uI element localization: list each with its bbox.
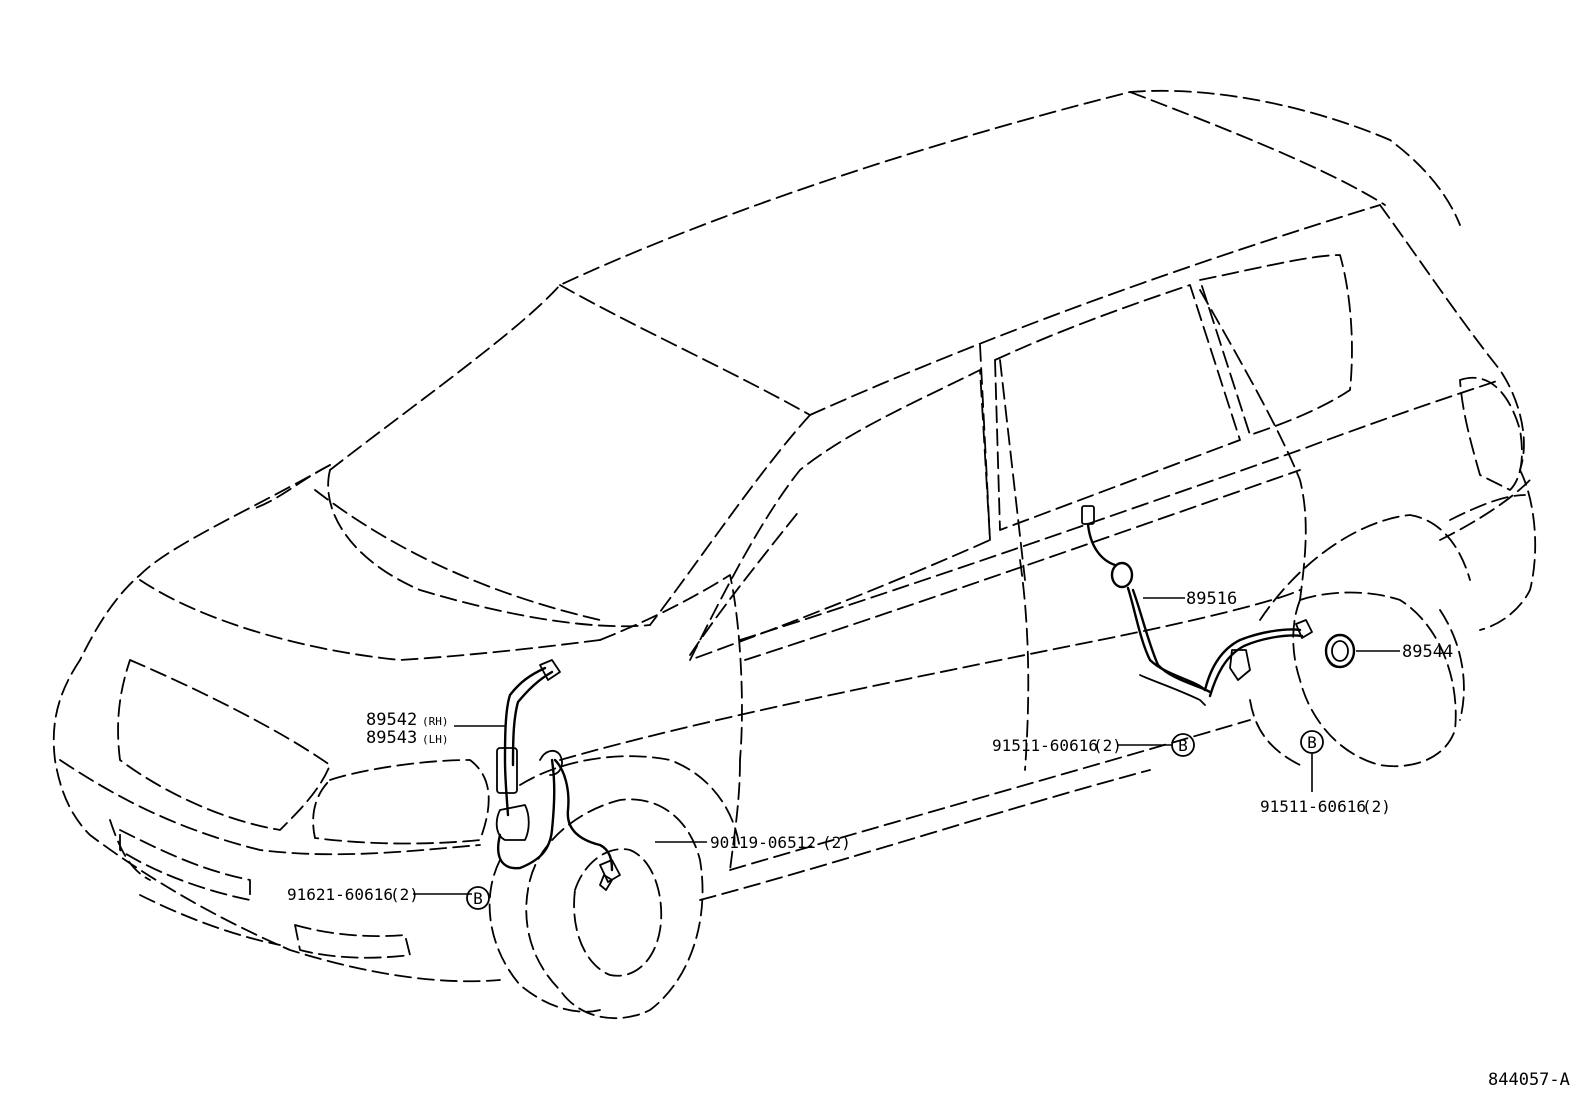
bolt-marker-rear-axle: B [1300,730,1324,754]
callout-90119-06512: 90119-06512 (2) [710,833,851,852]
part-qualifier: (2) [390,885,419,904]
leader-lines [413,597,1400,895]
part-number: 91511-60616 [1260,797,1366,816]
callout-89516: 89516 [1186,589,1237,609]
part-qualifier: (RH) [422,715,449,728]
part-number: 89516 [1186,589,1237,609]
bolt-marker-letter: B [473,889,483,908]
figure-number: 844057-A [1488,1070,1570,1090]
part-number: 89544 [1402,642,1453,662]
bolt-marker-front: B [466,886,490,910]
part-qualifier: (2) [1362,797,1391,816]
part-number: 91621-60616 [287,885,393,904]
rear-speed-sensor-harness [1081,505,1356,706]
callout-91621-60616: 91621-60616 (2) [287,885,419,904]
part-qualifier: (2) [1093,736,1122,755]
part-number: 90119-06512 [710,833,816,852]
callout-91511-60616-axle: 91511-60616 (2) [1260,797,1391,816]
bolt-marker-letter: B [1307,733,1317,752]
bolt-marker-letter: B [1178,736,1188,755]
part-number: 89542 [366,710,417,730]
bolt-marker-rear-body: B [1171,733,1195,757]
part-number: 89543 [366,728,417,748]
part-qualifier: (LH) [422,733,449,746]
front-speed-sensor-harness [495,659,621,891]
callout-89542: 89542 (RH) [366,710,449,730]
callout-89543: 89543 (LH) [366,728,449,748]
part-number: 91511-60616 [992,736,1098,755]
part-qualifier: (2) [822,833,851,852]
callout-89544: 89544 [1402,642,1453,662]
callout-91511-60616-body: 91511-60616 (2) [992,736,1122,755]
vehicle-outline [52,89,1537,1020]
